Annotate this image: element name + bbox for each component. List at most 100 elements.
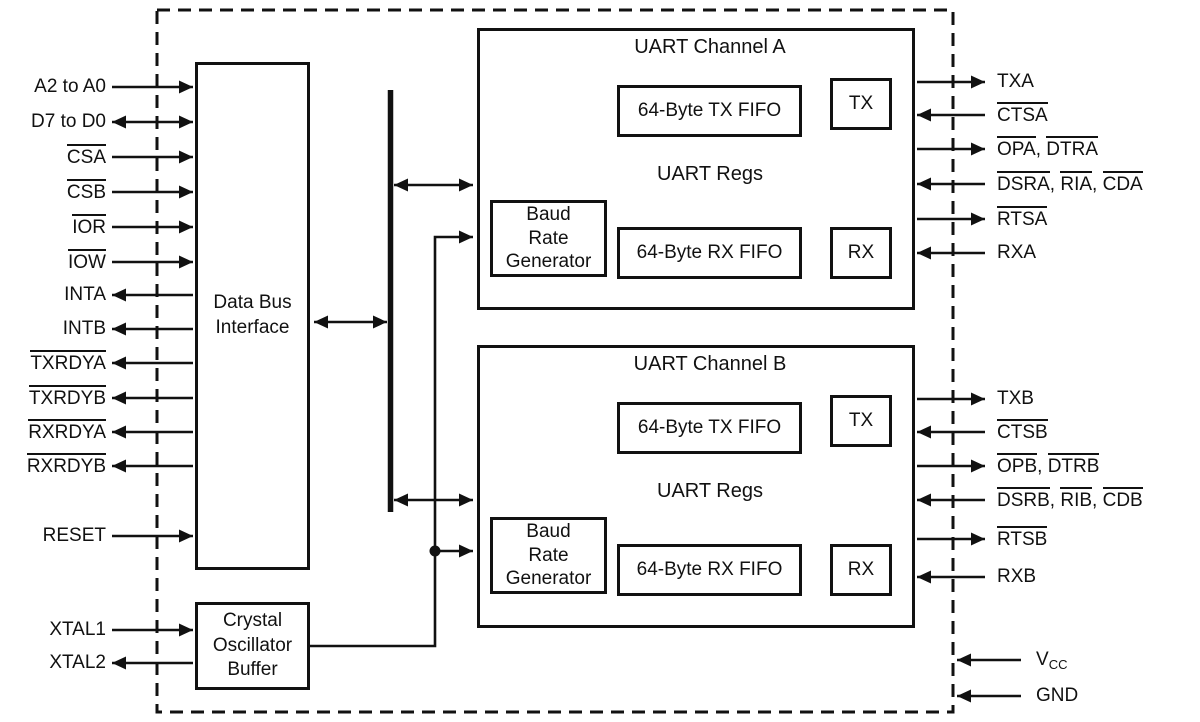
pin-label-rxrdya: RXRDYA [0,419,106,446]
pin-label-txa: TXA [997,69,1197,95]
pin-label-segment-overlined: RIB [1060,487,1093,511]
pin-label-segment: INTB [62,318,106,339]
junction-dot [429,545,441,557]
pin-label-segment-overlined: DSRA [997,171,1050,195]
pin-label-segment: TXA [997,71,1034,92]
channel-b-title: UART Channel B [633,353,787,375]
pin-label-segment: , [1092,174,1103,195]
pin-label-segment-overlined: CSB [66,179,106,203]
pin-label-segment: RXB [997,566,1037,587]
data-bus-interface-label: Data Bus Interface [213,292,292,338]
channel-b-tx-fifo-box: 64-Byte TX FIFO [617,402,802,454]
crystal-oscillator-buffer-label: Crystal Oscillator Buffer [212,609,293,681]
channel-a-tx-fifo-box: 64-Byte TX FIFO [617,85,802,137]
channel-a-rx-label: RX [847,242,875,264]
pin-label-segment-overlined: IOR [72,214,106,238]
crystal-oscillator-buffer-block: Crystal Oscillator Buffer [195,602,310,690]
channel-a-rx-fifo-box: 64-Byte RX FIFO [617,227,802,279]
channel-a-baud-rate-generator-label: Baud Rate Generator [505,203,592,273]
pin-label-rxrdyb: RXRDYB [0,453,106,480]
pin-label-vcc: VCC [1036,647,1196,678]
channel-a-uart-regs-label: UART Regs [657,163,763,185]
channel-b-baud-rate-generator-label: Baud Rate Generator [505,520,592,590]
channel-b-baud-rate-generator-box: Baud Rate Generator [490,517,607,594]
pin-label-inta: INTA [0,282,106,308]
pin-label-csb: CSB [0,179,106,206]
pin-label-segment-overlined: OPB [997,453,1038,477]
channel-b-tx-box: TX [830,395,892,447]
pin-label-segment-overlined: IOW [68,249,106,273]
channel-b-rx-label: RX [847,559,875,581]
channel-b-tx-fifo-label: 64-Byte TX FIFO [637,417,782,439]
channel-a-title: UART Channel A [634,36,786,58]
channel-b-tx-label: TX [848,410,874,432]
pin-label-segment-overlined: TXRDYB [28,385,106,409]
pin-label-segment-overlined: DSRB [997,487,1050,511]
uart-channel-b-block: UART Channel B 64-Byte TX FIFO TX UART R… [477,345,915,628]
channel-a-baud-rate-generator-box: Baud Rate Generator [490,200,607,277]
pin-label-txrdyb: TXRDYB [0,385,106,412]
pin-label-segment-overlined: CDA [1102,171,1143,195]
pin-label-ctsb: CTSB [997,419,1197,446]
pin-label-segment: A2 to A0 [34,76,106,97]
pin-label-segment-overlined: CDB [1102,487,1143,511]
pin-label-xtal1: XTAL1 [0,617,106,643]
pin-label-ctsa: CTSA [997,102,1197,129]
channel-a-rx-box: RX [830,227,892,279]
pin-label-rxb: RXB [997,564,1197,590]
pin-label-txrdya: TXRDYA [0,350,106,377]
pin-label-segment: GND [1036,685,1079,706]
pin-label-segment-overlined: CTSB [997,419,1048,443]
channel-b-rx-box: RX [830,544,892,596]
pin-label-intb: INTB [0,316,106,342]
pin-label-segment-overlined: RIA [1060,171,1093,195]
wire-crystal-to-brg-a [310,230,473,648]
pin-label-gnd: GND [1036,683,1196,709]
channel-a-rx-fifo-label: 64-Byte RX FIFO [636,242,783,264]
pin-label-segment: RXA [997,242,1037,263]
pin-label-segment-overlined: RXRDYA [28,419,106,443]
pin-label-segment: XTAL1 [49,619,106,640]
pin-label-segment: , [1037,456,1048,477]
channel-a-tx-label: TX [848,93,874,115]
pin-label-dsra-ria-cda: DSRA, RIA, CDA [997,171,1197,198]
pin-label-xtal2: XTAL2 [0,650,106,676]
pin-label-d7-to-d0: D7 to D0 [0,109,106,135]
data-bus-interface-block: Data Bus Interface [195,62,310,570]
channel-a-tx-box: TX [830,78,892,130]
channel-b-rx-fifo-box: 64-Byte RX FIFO [617,544,802,596]
pin-label-ior: IOR [0,214,106,241]
pin-label-rtsb: RTSB [997,526,1197,553]
pin-label-segment-overlined: OPA [997,136,1036,160]
pin-label-segment: , [1035,139,1047,160]
pin-label-a2-to-a0: A2 to A0 [0,74,106,100]
channel-b-rx-fifo-label: 64-Byte RX FIFO [636,559,783,581]
pin-label-csa: CSA [0,144,106,171]
pin-label-dsrb-rib-cdb: DSRB, RIB, CDB [997,487,1197,514]
pin-label-rtsa: RTSA [997,206,1197,233]
pin-label-segment-overlined: DTRB [1047,453,1100,477]
pin-label-segment: CC [1048,657,1068,672]
pin-label-rxa: RXA [997,240,1197,266]
pin-label-segment: XTAL2 [49,652,106,673]
pin-label-segment: INTA [64,284,106,305]
pin-label-segment-overlined: RXRDYB [26,453,106,477]
pin-label-reset: RESET [0,523,106,549]
channel-b-uart-regs-label: UART Regs [657,480,763,502]
pin-label-segment-overlined: RTSB [997,526,1048,550]
pin-label-segment: , [1049,490,1061,511]
pin-label-txb: TXB [997,386,1197,412]
pin-label-segment-overlined: CTSA [997,102,1048,126]
uart-channel-a-block: UART Channel A 64-Byte TX FIFO TX UART R… [477,28,915,310]
channel-a-tx-fifo-label: 64-Byte TX FIFO [637,100,782,122]
pin-label-opa-dtra: OPA, DTRA [997,136,1197,163]
chip-boundary [155,8,955,714]
pin-label-segment: D7 to D0 [31,111,106,132]
pin-label-segment: RESET [42,525,106,546]
pin-label-segment: , [1092,490,1103,511]
pin-label-segment-overlined: RTSA [997,206,1048,230]
pin-label-segment: V [1036,649,1049,670]
pin-label-opb-dtrb: OPB, DTRB [997,453,1197,480]
